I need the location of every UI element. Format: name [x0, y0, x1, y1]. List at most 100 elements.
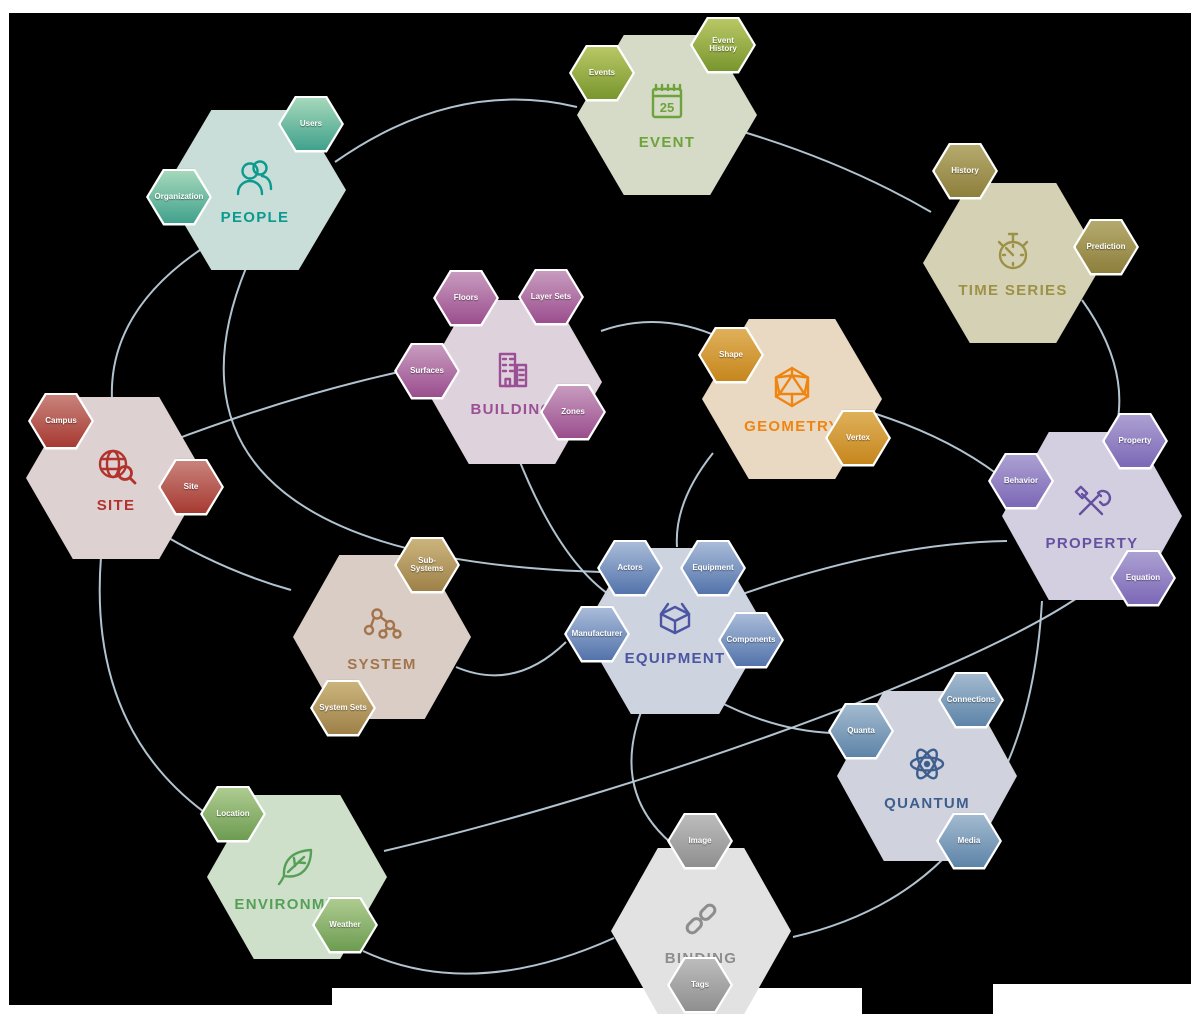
- connector-line-people-event: [334, 98, 578, 163]
- connector-line-building-geometry: [600, 321, 722, 339]
- satellite-body: Equipment: [682, 542, 744, 594]
- satellite-label: Location: [216, 808, 250, 818]
- node-label: EQUIPMENT: [624, 650, 726, 667]
- connector-line-geometry-equipment: [675, 452, 714, 548]
- svg-text:25: 25: [660, 100, 674, 115]
- connector-line-equipment-binding: [630, 711, 672, 844]
- satellite-label: Manufacturer: [571, 628, 623, 638]
- node-label: BUILDING: [470, 401, 554, 418]
- satellite-body: Zones: [542, 386, 604, 438]
- stopwatch-icon: [989, 227, 1037, 275]
- network-icon: [358, 601, 406, 649]
- page-margin: [1191, 0, 1200, 1031]
- satellite-label: Weather: [329, 919, 361, 929]
- node-label: TIME SERIES: [958, 282, 1068, 299]
- satellite-label: Behavior: [1003, 475, 1039, 485]
- satellite-body: Layer Sets: [520, 271, 582, 323]
- satellite-label: Campus: [45, 415, 77, 425]
- satellite-body: Actors: [599, 542, 661, 594]
- satellite-label: Equipment: [692, 562, 734, 572]
- satellite-body: Vertex: [827, 412, 889, 464]
- page-margin: [0, 0, 9, 1031]
- connector-line-site-environment: [98, 556, 205, 813]
- satellite-body: System Sets: [312, 682, 374, 734]
- satellite-label: Vertex: [845, 432, 871, 442]
- satellite-label: Floors: [453, 292, 479, 302]
- satellite-body: Site: [160, 461, 222, 513]
- satellite-body: Organization: [148, 171, 210, 223]
- connector-line-site-building: [165, 371, 400, 444]
- satellite-label: Organization: [154, 191, 204, 201]
- connector-line-building-equipment: [515, 451, 612, 597]
- satellite-label: Events: [588, 67, 616, 77]
- satellite-body: Shape: [700, 329, 762, 381]
- satellite-label: Sub-Systems: [410, 555, 444, 573]
- tools-icon: [1068, 480, 1116, 528]
- satellite-manufacturer: Manufacturer: [564, 605, 630, 663]
- satellite-label: Components: [726, 634, 776, 644]
- satellite-body: Users: [280, 98, 342, 150]
- satellite-body: Manufacturer: [566, 608, 628, 660]
- satellite-label: Prediction: [1086, 241, 1126, 251]
- satellite-body: Floors: [435, 272, 497, 324]
- satellite-label: Site: [183, 481, 199, 491]
- satellite-label: Quanta: [847, 725, 875, 735]
- connector-line-environment-binding: [362, 937, 615, 975]
- node-label: GEOMETRY: [744, 418, 840, 435]
- satellite-label: System Sets: [319, 702, 367, 712]
- connector-line-site-system: [151, 527, 292, 591]
- satellite-label: Tags: [690, 979, 710, 989]
- node-label: QUANTUM: [884, 795, 970, 812]
- satellite-body: Equation: [1112, 552, 1174, 604]
- connector-line-people-site: [110, 245, 207, 401]
- people-icon: [231, 154, 279, 202]
- connector-line-equipment-property: [733, 540, 1008, 598]
- satellite-label: History: [951, 165, 979, 175]
- satellite-events: Events: [569, 44, 635, 102]
- connector-line-system-equipment: [455, 641, 567, 677]
- satellite-body: Surfaces: [396, 345, 458, 397]
- satellite-body: Sub-Systems: [396, 539, 458, 591]
- chain-link-icon: [677, 895, 725, 943]
- satellite-label: Zones: [561, 406, 585, 416]
- polyhedron-icon: [768, 363, 816, 411]
- satellite-label: Surfaces: [410, 365, 444, 375]
- satellite-label: Equation: [1125, 572, 1161, 582]
- satellite-label: Event History: [709, 35, 737, 53]
- page-margin: [0, 1005, 340, 1031]
- satellite-label: Media: [957, 835, 981, 845]
- atom-icon: [903, 740, 951, 788]
- page-margin: [332, 988, 862, 1031]
- satellite-body: Events: [571, 47, 633, 99]
- node-label: EVENT: [638, 134, 696, 151]
- satellite-label: Users: [299, 118, 323, 128]
- satellite-body: Location: [202, 788, 264, 840]
- satellite-label: Image: [688, 835, 712, 845]
- node-label: SITE: [96, 497, 136, 514]
- satellite-body: Image: [669, 815, 731, 867]
- satellite-label: Shape: [718, 349, 743, 359]
- satellite-body: Campus: [30, 395, 92, 447]
- calendar-icon: 25: [643, 79, 691, 127]
- satellite-body: Event History: [692, 19, 754, 71]
- satellite-body: History: [934, 145, 996, 197]
- node-label: SYSTEM: [347, 656, 417, 673]
- building-icon: [488, 346, 536, 394]
- satellite-body: Prediction: [1075, 221, 1137, 273]
- page-margin: [0, 0, 1200, 13]
- connector-line-event-timeseries: [736, 129, 932, 213]
- satellite-body: Components: [720, 614, 782, 666]
- globe-search-icon: [92, 442, 140, 490]
- satellite-label: Actors: [617, 562, 643, 572]
- page-margin: [993, 984, 1200, 1031]
- connector-line-environment-property: [383, 595, 1081, 852]
- satellite-label: Layer Sets: [530, 291, 572, 301]
- node-label: PEOPLE: [220, 209, 290, 226]
- open-box-icon: [651, 595, 699, 643]
- satellite-body: Quanta: [830, 705, 892, 757]
- satellite-label: Property: [1118, 435, 1152, 445]
- satellite-body: Tags: [669, 959, 731, 1011]
- satellite-body: Media: [938, 815, 1000, 867]
- connector-line-people-equipment: [222, 267, 602, 573]
